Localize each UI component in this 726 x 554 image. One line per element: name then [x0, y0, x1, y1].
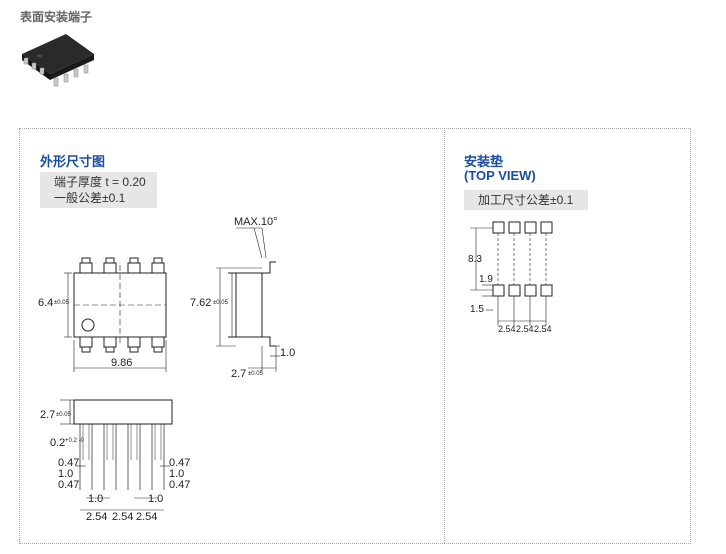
dim-front-height-tol: ±0.05 — [56, 412, 72, 418]
ic-chip-photo-icon — [22, 34, 94, 87]
dim-lead-a-left: 0.47 — [58, 457, 79, 469]
dim-side-width: 7.62 — [190, 297, 211, 309]
dim-length: 9.86 — [111, 357, 132, 369]
pad-subtitle: (TOP VIEW) — [464, 168, 536, 183]
dim-side-tol: ±0.05 — [213, 300, 229, 306]
dim-lead-h: 1.0 — [280, 347, 295, 359]
dim-lead-c-left: 0.47 — [58, 479, 79, 491]
dim-front-height: 2.7 — [40, 409, 55, 421]
pad-dim-pitch-1: 2.54 — [498, 324, 516, 334]
outline-note-line2: 一般公差±0.1 — [54, 191, 126, 205]
front-view-body — [73, 399, 173, 425]
dim-pitch-1: 2.54 — [86, 511, 107, 523]
dim-pitch-3: 2.54 — [136, 511, 157, 523]
dim-pitch-small-left: 1.0 — [88, 493, 103, 505]
dim-side-height: 2.7 — [231, 368, 246, 380]
side-view-body — [235, 272, 263, 338]
pad-dim-pitch-2: 2.54 — [516, 324, 534, 334]
pad-dim-pad-len: 1.9 — [479, 274, 493, 285]
pad-dim-pitch-3: 2.54 — [534, 324, 552, 334]
dim-lead-a-right: 0.47 — [169, 457, 190, 469]
pad-note: 加工尺寸公差±0.1 — [464, 190, 588, 210]
panel-divider — [444, 128, 445, 543]
dim-max-angle: MAX.10° — [234, 216, 278, 228]
dim-pitch-small-right: 1.0 — [148, 493, 163, 505]
dim-lead-b-left: 1.0 — [58, 468, 73, 480]
page-heading: 表面安装端子 — [20, 10, 93, 24]
dim-width-main: 6.4 — [38, 297, 53, 309]
dim-pitch-2: 2.54 — [112, 511, 133, 523]
pad-title: 安装垫 — [464, 154, 504, 169]
dim-lead-c-right: 0.47 — [169, 479, 190, 491]
dim-side-height-tol: ±0.05 — [248, 371, 264, 377]
pad-drawing — [470, 221, 553, 326]
outline-note-line1: 端子厚度 t = 0.20 — [54, 175, 146, 189]
dim-lead-thick-tol: +0.2 -0 — [65, 438, 85, 444]
pad-dim-span: 8.3 — [468, 254, 482, 265]
dim-lead-thick: 0.2 — [50, 437, 65, 449]
dim-width-tol: ±0.05 — [54, 300, 70, 306]
outline-note: 端子厚度 t = 0.20 一般公差±0.1 — [40, 172, 157, 208]
dimension-panel — [19, 128, 691, 544]
pad-dim-pad-w: 1.5 — [470, 304, 484, 315]
outline-title: 外形尺寸图 — [40, 154, 106, 169]
dim-lead-b-right: 1.0 — [169, 468, 184, 480]
